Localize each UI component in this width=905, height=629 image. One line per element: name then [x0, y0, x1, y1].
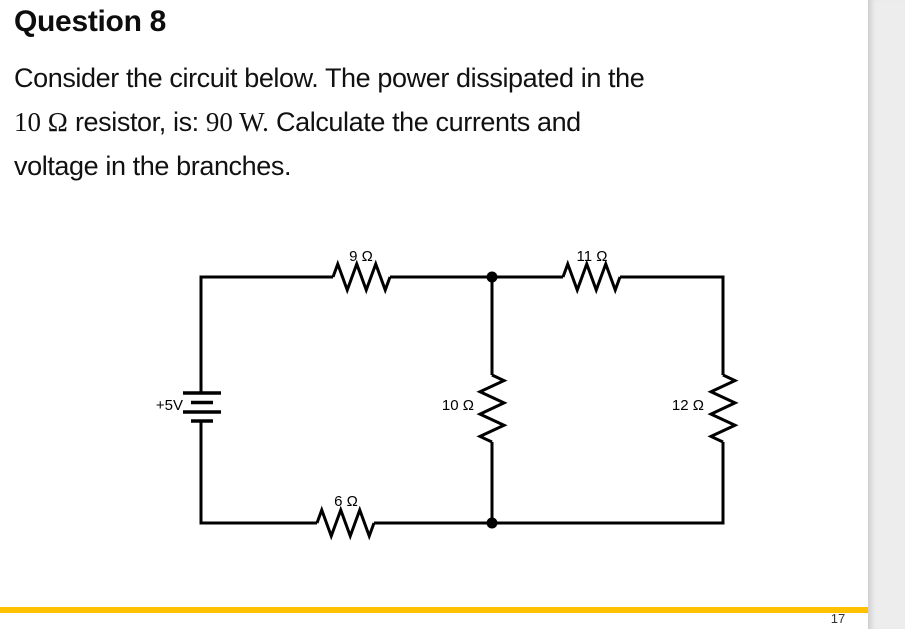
- text-segment: Consider the circuit below. The power di…: [14, 63, 645, 93]
- question-text: Consider the circuit below. The power di…: [14, 56, 645, 188]
- text-segment-equation: 90 W.: [205, 107, 269, 137]
- question-text-line-1: Consider the circuit below. The power di…: [14, 56, 645, 100]
- resistor-11-ohm: [561, 259, 622, 295]
- resistor-12-ohm: [707, 373, 739, 444]
- question-text-line-3: voltage in the branches.: [14, 144, 644, 188]
- resistor-6-ohm: [315, 505, 376, 541]
- circuit-wires: [199, 275, 725, 525]
- app-background-gutter: [868, 0, 905, 629]
- resistor-label-12-ohm: 12 Ω: [672, 397, 704, 414]
- resistor-10-ohm: [476, 373, 508, 444]
- text-segment: resistor, is:: [74, 107, 206, 137]
- resistor-9-ohm: [331, 259, 392, 295]
- page-number: 17: [830, 611, 846, 626]
- text-segment: voltage in the branches.: [14, 151, 292, 181]
- battery-source: [183, 391, 221, 423]
- junction-node-top: [486, 271, 498, 283]
- text-segment-equation: 10 Ω: [14, 107, 68, 137]
- question-text-line-2: 10 Ω resistor, is: 90 W. Calculate the c…: [14, 100, 644, 144]
- resistor-label-11-ohm: 11 Ω: [577, 248, 608, 265]
- resistor-label-6-ohm: 6 Ω: [334, 493, 358, 510]
- resistor-label-9-ohm: 9 Ω: [349, 248, 373, 265]
- resistor-label-10-ohm: 10 Ω: [442, 397, 474, 414]
- page-title: Question 8: [14, 5, 167, 38]
- text-segment: Calculate the currents and: [276, 107, 581, 137]
- junction-node-bottom: [486, 517, 498, 529]
- battery-label: +5V: [156, 397, 183, 414]
- accent-divider: [0, 607, 868, 613]
